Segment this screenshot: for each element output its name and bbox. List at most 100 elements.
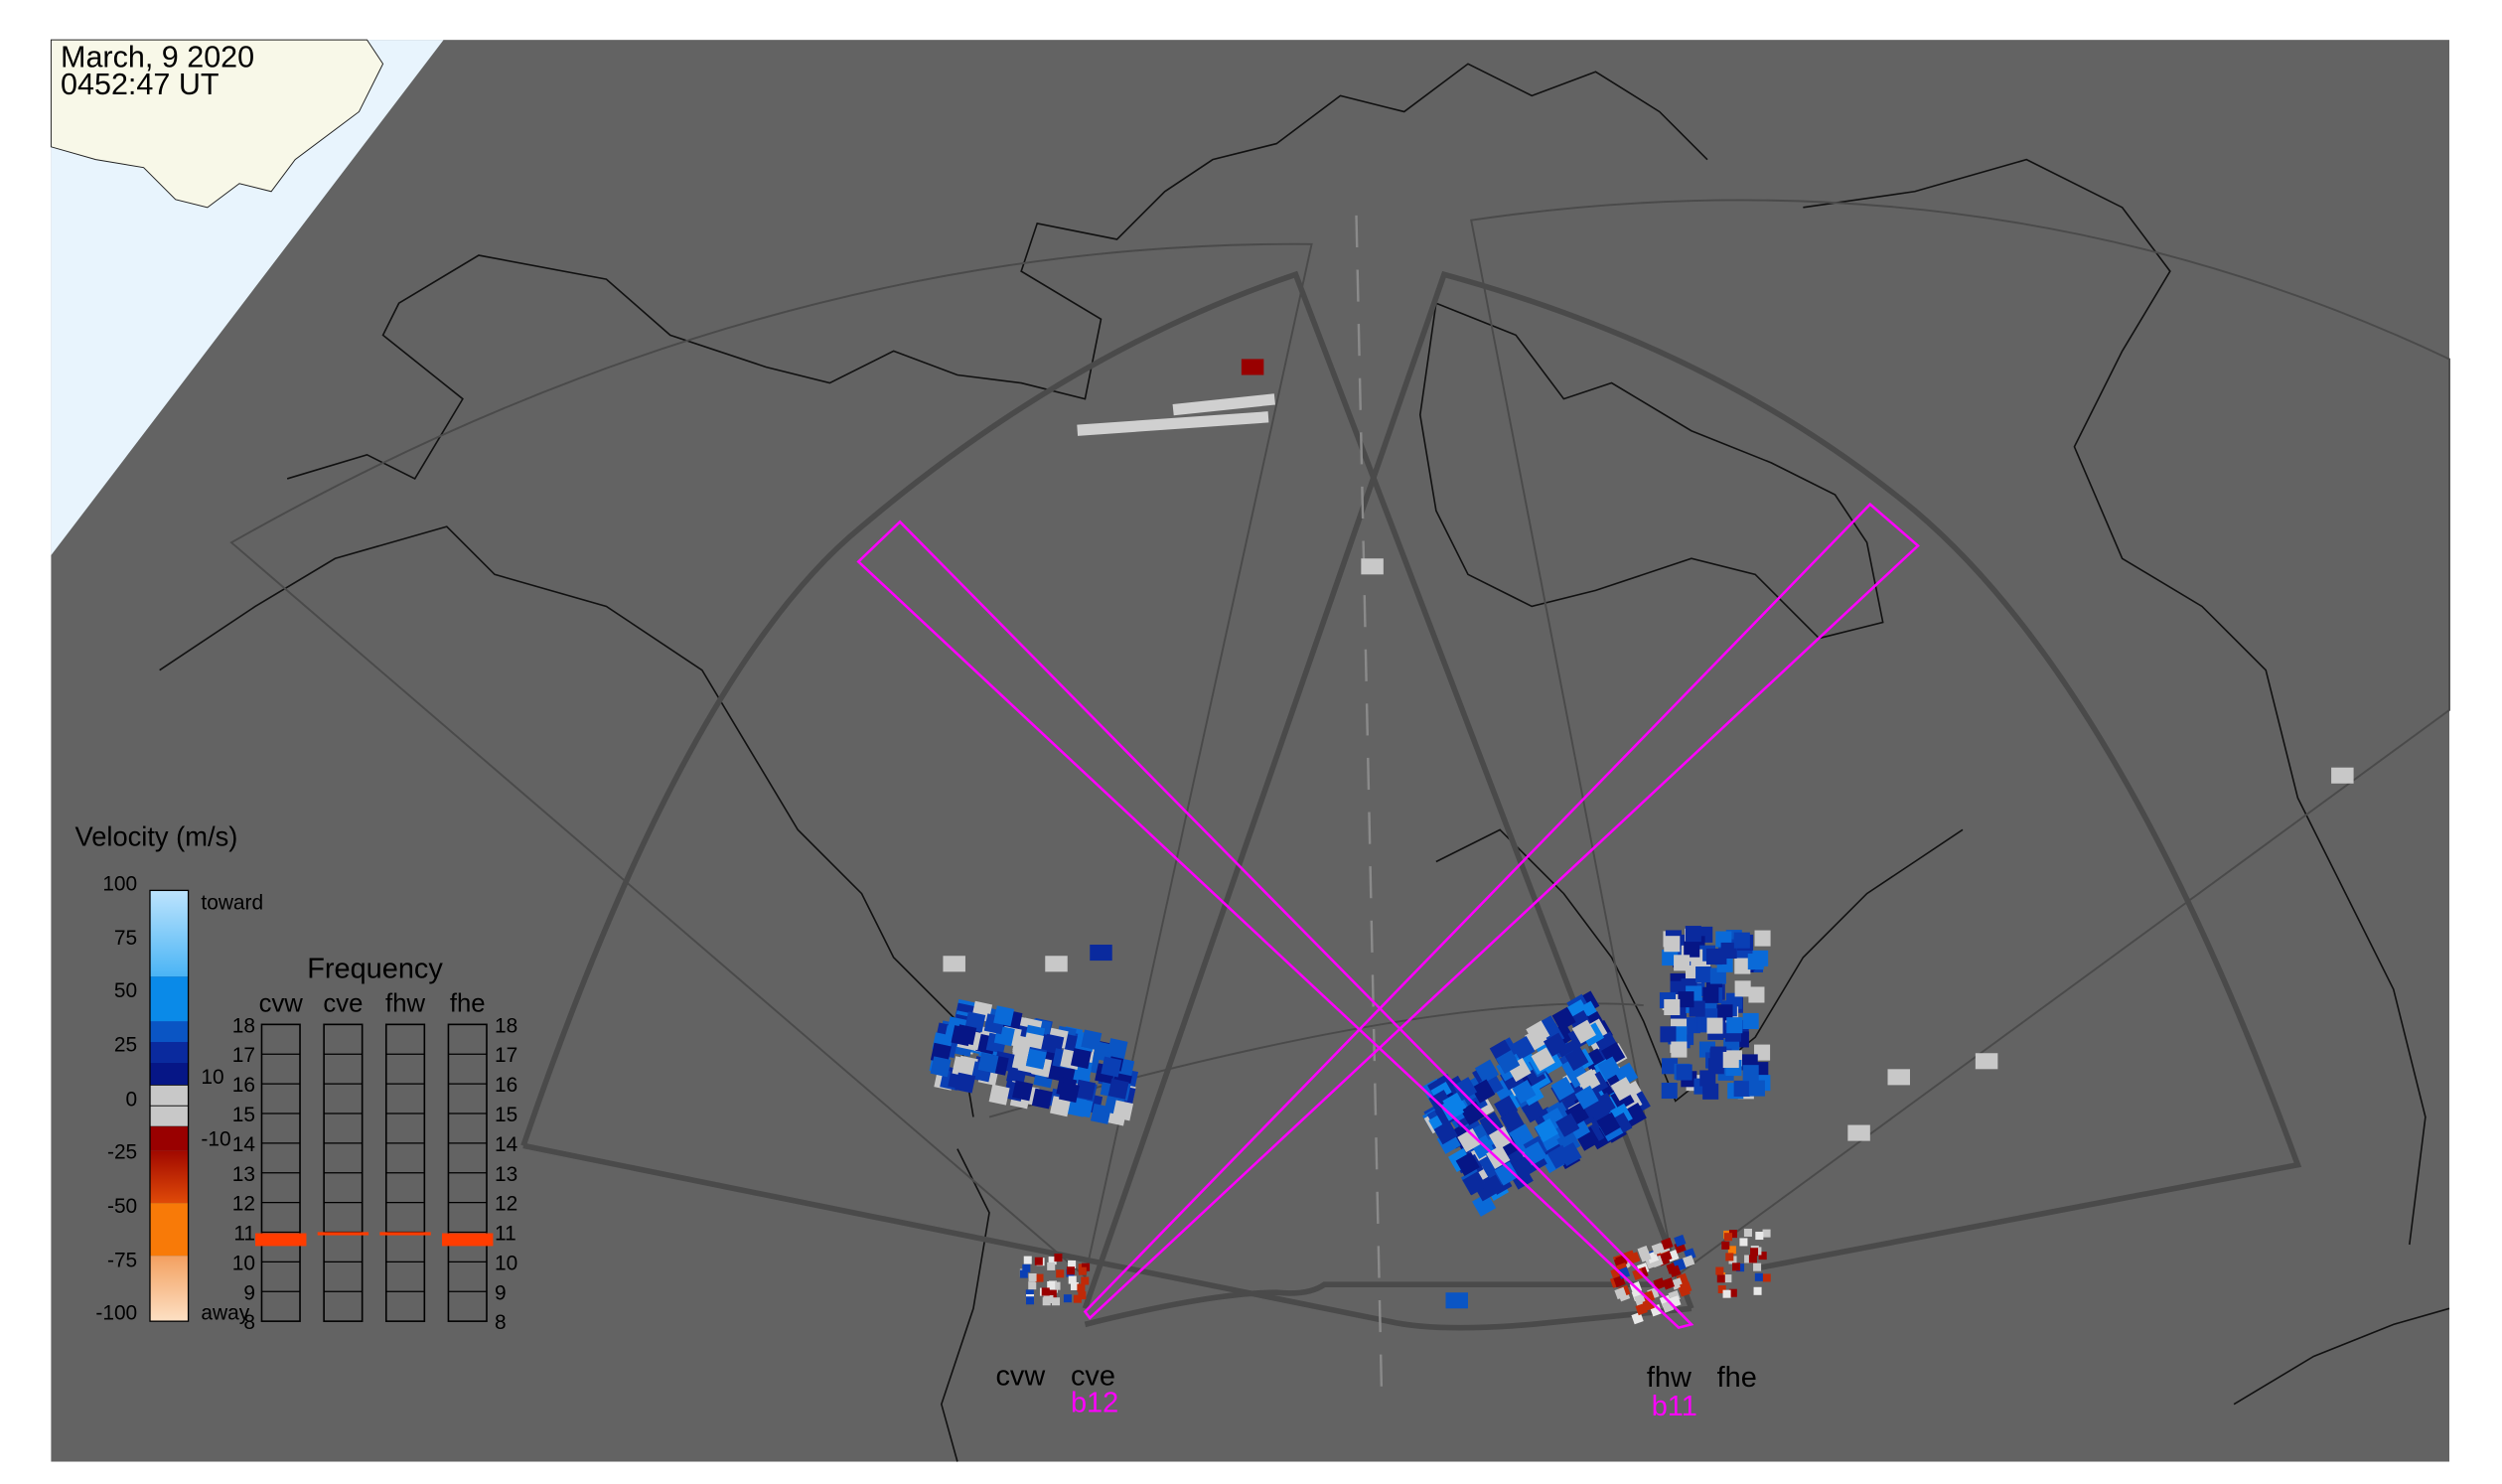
frequency-tick-left: 12 <box>232 1193 255 1216</box>
frequency-tick-left: 18 <box>232 1014 255 1037</box>
velocity-cell <box>1457 1128 1482 1153</box>
velocity-cell <box>1676 1064 1693 1081</box>
velocity-cell <box>1671 1041 1688 1058</box>
frequency-tick-left: 17 <box>232 1044 255 1067</box>
radar-label-fhw: fhw <box>1647 1362 1692 1394</box>
velocity-cell <box>1534 1117 1559 1143</box>
velocity-cell <box>1172 393 1275 416</box>
velocity-tick: 75 <box>114 927 137 950</box>
velocity-cell <box>1500 1109 1525 1133</box>
beam-label-b12: b12 <box>1071 1388 1118 1419</box>
velocity-cell <box>1031 1088 1053 1110</box>
frequency-tick-right: 15 <box>495 1104 517 1126</box>
frequency-tick-left: 15 <box>232 1104 255 1126</box>
velocity-cell <box>1081 1276 1090 1285</box>
velocity-tick: 50 <box>114 979 137 1002</box>
velocity-cell <box>1725 1253 1734 1261</box>
time-label: 0452:47 UT <box>61 68 219 101</box>
velocity-cell <box>1068 1260 1077 1268</box>
velocity-cell <box>1653 1277 1666 1290</box>
velocity-cell <box>1555 1113 1580 1137</box>
frequency-tick-right: 10 <box>495 1252 517 1274</box>
velocity-cell <box>1526 1020 1550 1045</box>
velocity-cell <box>1661 1082 1678 1100</box>
velocity-cell <box>1433 1120 1458 1145</box>
velocity-cell <box>1748 1080 1765 1097</box>
velocity-cell <box>1496 1050 1521 1075</box>
velocity-cell <box>1682 1255 1695 1267</box>
velocity-cell <box>1068 1275 1077 1284</box>
velocity-tick: 0 <box>126 1088 138 1111</box>
map-background <box>51 40 2449 1462</box>
velocity-cell <box>1721 1241 1730 1250</box>
velocity-cell <box>1674 1234 1687 1248</box>
velocity-cell <box>1488 1125 1513 1150</box>
velocity-cell <box>1050 1096 1072 1117</box>
frequency-marker-fhe <box>442 1233 494 1247</box>
velocity-cell <box>1726 1017 1743 1034</box>
frequency-tick-left: 10 <box>232 1252 255 1274</box>
velocity-cell <box>1705 949 1723 965</box>
velocity-cell <box>1664 936 1681 953</box>
frequency-tick-right: 11 <box>495 1223 516 1246</box>
velocity-cell <box>1758 1252 1767 1261</box>
velocity-cell <box>1361 558 1384 575</box>
velocity-cell <box>1661 1237 1674 1251</box>
velocity-cell <box>1722 1289 1731 1298</box>
velocity-cell <box>1754 1044 1771 1061</box>
velocity-cell <box>1742 1065 1759 1082</box>
velocity-cell <box>977 1052 999 1074</box>
frequency-tick-left: 13 <box>232 1163 255 1186</box>
velocity-cell <box>1754 930 1771 947</box>
velocity-cell <box>1054 1254 1063 1262</box>
velocity-cell <box>1685 926 1701 943</box>
velocity-cell <box>1058 1082 1080 1104</box>
velocity-cell <box>1472 1192 1497 1217</box>
frequency-tick-right: 12 <box>495 1193 517 1216</box>
velocity-cell <box>1048 1257 1057 1265</box>
velocity-cell <box>1106 1038 1128 1060</box>
velocity-cell <box>1709 1048 1726 1065</box>
velocity-cell <box>1511 1036 1536 1061</box>
velocity-cell <box>930 1056 952 1078</box>
velocity-cell <box>1474 1059 1500 1084</box>
velocity-cell <box>1610 1077 1635 1102</box>
velocity-tick: -50 <box>107 1195 137 1218</box>
velocity-cell <box>1025 1289 1034 1298</box>
velocity-cell <box>1063 1294 1072 1303</box>
velocity-cell <box>956 1024 977 1046</box>
velocity-cell <box>1635 1302 1648 1316</box>
velocity-legend: Velocity (m/s) 100 75 50 25 0 -25 -50 -7… <box>75 820 264 1324</box>
velocity-tick: 100 <box>102 872 137 895</box>
frequency-tick-left: 16 <box>232 1074 255 1097</box>
velocity-cell <box>1662 1277 1676 1290</box>
velocity-cell <box>1028 1281 1037 1290</box>
velocity-cell <box>1241 359 1264 375</box>
frequency-tick-left: 14 <box>232 1133 255 1156</box>
frequency-column-fhw: fhw <box>385 989 425 1017</box>
frequency-marker-cve <box>317 1232 369 1236</box>
velocity-cell <box>1550 1076 1575 1102</box>
velocity-cell <box>1847 1124 1870 1141</box>
velocity-cell <box>1747 954 1764 970</box>
frequency-column-cvw: cvw <box>259 989 304 1017</box>
velocity-cell <box>1048 1289 1057 1298</box>
frequency-tick-left: 11 <box>233 1223 255 1246</box>
velocity-cell <box>1651 1243 1665 1256</box>
inner-tick-minus10: -10 <box>201 1127 230 1150</box>
velocity-cell <box>1695 966 1712 983</box>
velocity-cell <box>1702 1083 1719 1100</box>
velocity-cell <box>1066 1266 1075 1275</box>
velocity-cell <box>1753 1262 1762 1271</box>
velocity-cell <box>1680 1281 1693 1294</box>
velocity-tick: -25 <box>107 1140 137 1163</box>
velocity-cell <box>1073 1294 1082 1303</box>
velocity-cell <box>1081 1029 1103 1051</box>
velocity-cell <box>1047 1261 1056 1270</box>
velocity-cell <box>1107 1078 1129 1100</box>
velocity-tick: -100 <box>95 1302 137 1325</box>
velocity-cell <box>1576 1068 1601 1094</box>
velocity-cell <box>1632 1267 1645 1281</box>
velocity-cell <box>943 956 965 972</box>
velocity-cell <box>1722 1051 1739 1069</box>
